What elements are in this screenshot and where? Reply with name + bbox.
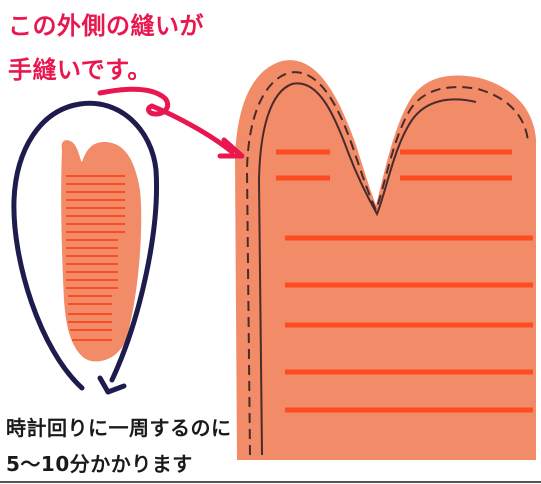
small-insole-shape xyxy=(61,140,142,362)
small-stripes xyxy=(66,175,125,341)
caption-bottom-line1: 時計回りに一周するのに xyxy=(6,416,232,440)
outer-stitch-dashed xyxy=(245,71,529,456)
clockwise-arrowhead xyxy=(97,375,127,395)
caption-bottom-line2: 5～10分かかります xyxy=(6,452,193,476)
caption-top-line2: 手縫いです。 xyxy=(8,56,152,84)
large-insole-shape xyxy=(235,60,536,460)
large-stripes xyxy=(276,149,533,413)
inner-stitch-solid xyxy=(257,82,477,456)
caption-top-line1: この外側の縫いが xyxy=(8,12,204,40)
pointer-arrow xyxy=(97,86,235,155)
pointer-arrowhead xyxy=(217,137,245,159)
clockwise-loop xyxy=(11,100,159,391)
